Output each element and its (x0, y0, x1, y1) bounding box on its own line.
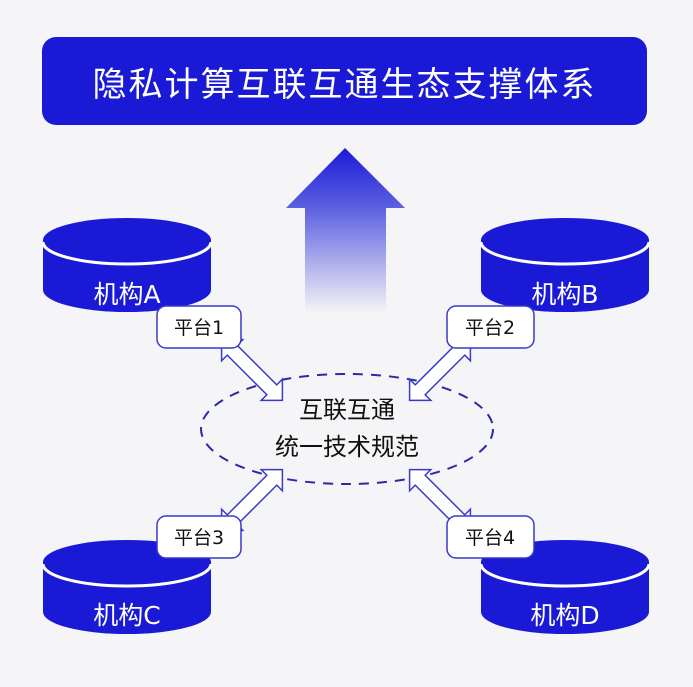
institution-b: 机构B (479, 218, 651, 312)
title-text: 隐私计算互联互通生态支撑体系 (92, 64, 597, 105)
title-banner: 隐私计算互联互通生态支撑体系 (42, 37, 647, 125)
up-arrow-icon (286, 148, 405, 313)
institution-d-label: 机构D (530, 601, 599, 630)
institution-a-label: 机构A (93, 280, 160, 309)
platform-2-badge: 平台2 (446, 305, 535, 349)
platform-3-badge: 平台3 (156, 515, 242, 559)
platform-3-label: 平台3 (174, 527, 224, 549)
institution-a: 机构A (41, 218, 213, 312)
institution-b-label: 机构B (531, 280, 598, 309)
platform-4-badge: 平台4 (446, 515, 535, 559)
platform-1-label: 平台1 (174, 317, 224, 339)
platform-1-badge: 平台1 (156, 305, 242, 349)
platform-2-label: 平台2 (465, 317, 515, 339)
center-line1: 互联互通 (299, 396, 395, 424)
platform-4-label: 平台4 (465, 527, 515, 549)
institution-c-label: 机构C (93, 601, 160, 630)
center-dashed-ellipse (200, 373, 494, 485)
center-line2: 统一技术规范 (275, 433, 419, 461)
